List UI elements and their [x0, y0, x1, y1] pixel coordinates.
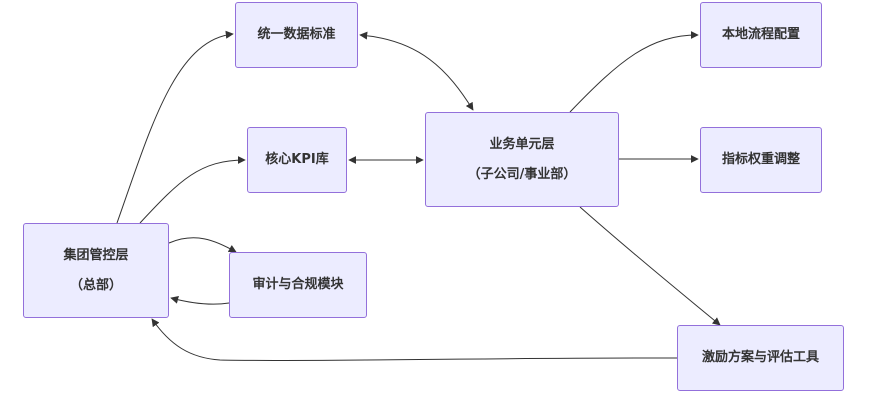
node-core-kpi-label: 核心KPI库: [265, 152, 329, 168]
node-business-unit-subtitle: （子公司/事业部）: [467, 166, 577, 182]
edge-group-to-core-kpi: [139, 156, 246, 224]
node-data-standard[interactable]: 统一数据标准: [235, 2, 358, 68]
edge-audit-to-group: [170, 295, 230, 305]
edge-group-to-audit: [168, 237, 237, 253]
edge-data-standard-business: [359, 31, 474, 111]
node-weight-adjust[interactable]: 指标权重调整: [700, 127, 822, 193]
node-data-standard-label: 统一数据标准: [257, 27, 336, 43]
node-audit-compliance[interactable]: 审计与合规模块: [229, 252, 367, 318]
node-group-control-subtitle: （总部）: [69, 277, 122, 293]
node-weight-adjust-label: 指标权重调整: [721, 152, 800, 168]
edge-business-to-local-flow: [569, 31, 699, 113]
node-local-flow[interactable]: 本地流程配置: [700, 2, 822, 68]
node-incentive-tools-label: 激励方案与评估工具: [701, 350, 819, 366]
edge-incentive-to-group: [151, 318, 678, 362]
edge-business-to-incentive: [579, 206, 721, 326]
node-local-flow-label: 本地流程配置: [721, 27, 800, 43]
node-group-control-title: 集团管控层: [63, 247, 129, 263]
node-core-kpi[interactable]: 核心KPI库: [247, 127, 347, 193]
node-business-unit[interactable]: 业务单元层 （子公司/事业部）: [425, 112, 619, 207]
node-audit-compliance-label: 审计与合规模块: [252, 277, 344, 293]
node-incentive-tools[interactable]: 激励方案与评估工具: [677, 325, 844, 391]
node-group-control[interactable]: 集团管控层 （总部）: [23, 223, 169, 318]
node-business-unit-title: 业务单元层: [489, 136, 555, 152]
edge-group-to-data-standard: [116, 30, 234, 224]
